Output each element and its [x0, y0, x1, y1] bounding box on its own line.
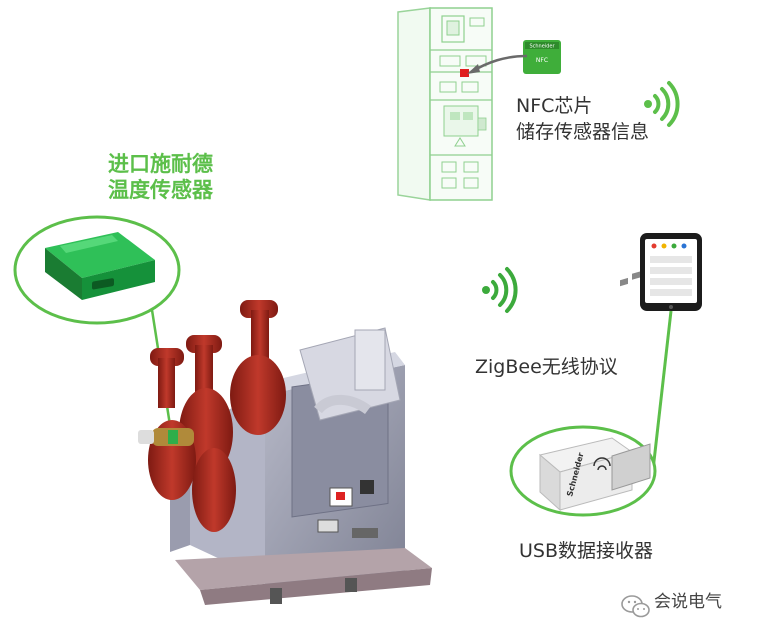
wechat-icon — [621, 595, 650, 618]
wireless-signal-icon-top — [644, 81, 680, 127]
smartphone-icon — [640, 233, 702, 311]
vacuum-circuit-breaker — [138, 300, 432, 605]
usb-receiver-icon: Schneider — [538, 271, 651, 512]
wireless-signal-icon-mid — [482, 267, 518, 313]
zigbee-label: ZigBee无线协议 — [475, 356, 618, 378]
nfc-arrow-head — [467, 64, 480, 74]
svg-text:NFC: NFC — [536, 57, 548, 64]
sensor-label-line1: 进口施耐德 — [108, 152, 213, 176]
breaker-pole-1 — [230, 300, 286, 435]
sensor-label-line2: 温度传感器 — [108, 178, 213, 202]
watermark-text: 会说电气 — [654, 592, 722, 612]
nfc-location-marker — [460, 69, 469, 77]
usb-label: USB数据接收器 — [519, 540, 654, 562]
switchgear-cabinet — [397, 7, 493, 201]
nfc-tag: Schneider NFC — [523, 40, 561, 74]
svg-text:Schneider: Schneider — [529, 44, 555, 50]
nfc-label-line1: NFC芯片 — [516, 95, 593, 117]
temperature-sensor — [45, 232, 155, 300]
nfc-label-line2: 储存传感器信息 — [516, 121, 650, 143]
phone-connector-line — [651, 310, 673, 471]
